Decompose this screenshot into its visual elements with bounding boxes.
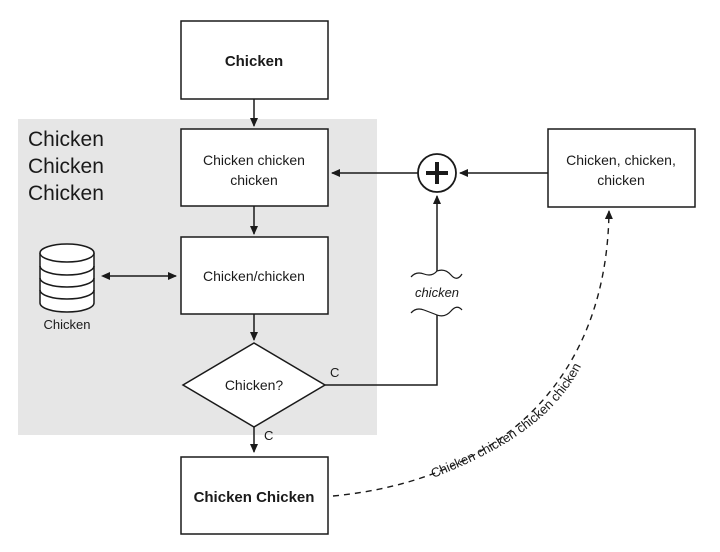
process2-label: Chicken/chicken xyxy=(203,268,305,284)
dashed-curve-label-path: Chicken chicken chicken chicken xyxy=(429,360,584,480)
top-box-label: Chicken xyxy=(225,53,283,70)
output-box[interactable] xyxy=(180,456,329,535)
decision-label: Chicken? xyxy=(225,377,284,393)
database-icon[interactable] xyxy=(39,243,95,313)
process2-box[interactable] xyxy=(180,236,329,315)
decision-down-label: C xyxy=(264,428,273,443)
output-label: Chicken Chicken xyxy=(194,489,315,506)
top-box[interactable] xyxy=(180,20,329,100)
external-label-line-2: chicken xyxy=(597,172,644,188)
break-label: chicken xyxy=(415,285,459,300)
plus-circle-icon[interactable] xyxy=(417,153,457,193)
decision-right-label: C xyxy=(330,365,339,380)
line-break-upper xyxy=(410,269,463,279)
dashed-feedback-curve xyxy=(332,210,613,497)
group-title-line-3: Chicken xyxy=(28,182,104,205)
process1-label-line-1: Chicken chicken xyxy=(203,152,305,168)
database-label: Chicken xyxy=(44,317,91,332)
group-title-line-1: Chicken xyxy=(28,128,104,151)
group-title-line-2: Chicken xyxy=(28,155,104,178)
edge-decision-to-sum xyxy=(325,315,438,386)
external-label-line-1: Chicken, chicken, xyxy=(566,152,676,168)
process1-label-line-2: chicken xyxy=(230,172,277,188)
dashed-curve-label: Chicken chicken chicken chicken xyxy=(429,360,584,480)
external-box[interactable] xyxy=(547,128,696,208)
line-break-lower xyxy=(410,306,463,317)
